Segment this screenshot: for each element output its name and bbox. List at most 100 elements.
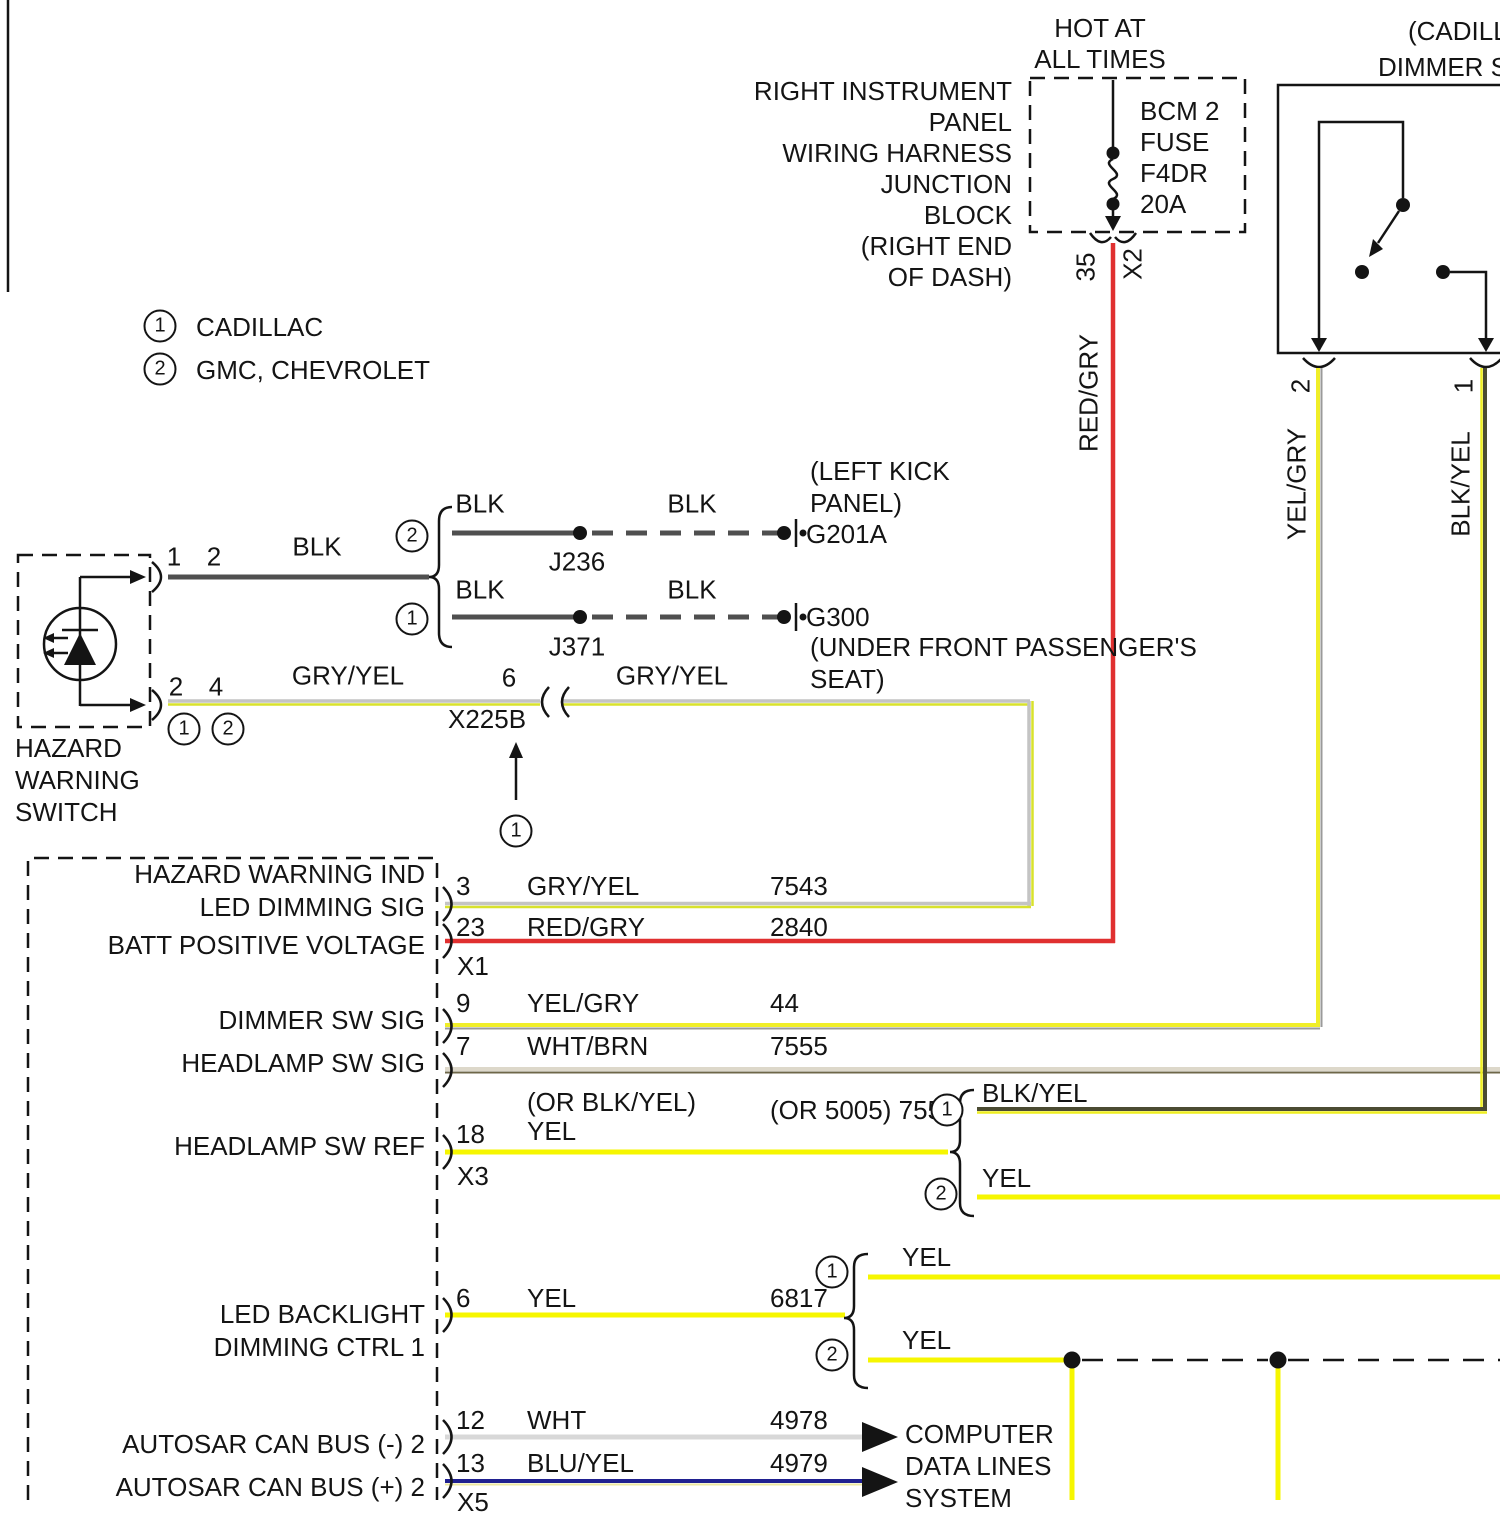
down-arrow-icon: [1478, 338, 1494, 352]
ground-branch2-note: 2: [395, 519, 429, 553]
blk-wire-label: BLK: [455, 574, 505, 605]
pin-number: 23: [456, 912, 485, 942]
hazard-top-pin-a: 1: [166, 541, 182, 572]
circuit-number: 6817: [770, 1283, 828, 1313]
yel-gry-wire-label: YEL/GRY: [1281, 427, 1312, 541]
module-row-label: AUTOSAR CAN BUS (+) 2: [115, 1472, 425, 1502]
blk-wire-label: BLK: [455, 488, 505, 519]
pin-arc-icon: [442, 1419, 453, 1455]
module-row-label: BATT POSITIVE VOLTAGE: [107, 930, 425, 960]
fuse-icon: [1107, 157, 1119, 201]
hazard-bottom-pin-a: 2: [168, 671, 184, 702]
right-arrow-icon: [130, 698, 146, 712]
pin-arc-icon: [442, 1463, 453, 1499]
yel-wire-label: YEL: [982, 1163, 1032, 1193]
connector-arc-icon: [151, 689, 163, 721]
wire-color-label: RED/GRY: [527, 912, 645, 942]
fuse-pin-label: 35: [1070, 252, 1101, 282]
yel-wire-label: YEL: [902, 1242, 952, 1272]
computer-data-lines-label: COMPUTER DATA LINES SYSTEM: [905, 1419, 1054, 1513]
connector-id: X5: [457, 1487, 489, 1517]
pin-number: 12: [456, 1405, 485, 1435]
pin-arc-icon: [442, 1008, 453, 1044]
circuit-number: 4978: [770, 1405, 828, 1435]
switch-arrow-icon: [1369, 239, 1383, 257]
wire-blk-yel: [977, 368, 1487, 1114]
data-line-arrow-icon: [862, 1422, 898, 1452]
wires: [168, 243, 1500, 1500]
wire-yel-gry: [445, 368, 1323, 1030]
module-row-label: DIMMER SW SIG: [218, 1005, 425, 1035]
up-arrow-icon: [509, 742, 523, 758]
blk-wire-label: BLK: [667, 574, 717, 605]
connector-arc-icon: [1114, 232, 1138, 244]
fuse-label: BCM 2 FUSE F4DR 20A: [1140, 96, 1220, 219]
yel-wire-label: YEL: [902, 1325, 952, 1355]
pin-number: 7: [456, 1031, 471, 1061]
module-row-label: HEADLAMP SW SIG: [181, 1048, 425, 1078]
circuit-number: 2840: [770, 912, 828, 942]
circuit-number: 7555: [770, 1031, 828, 1061]
x225b-note: 1: [499, 814, 533, 848]
circuit-number: (OR 5005) 7556: [770, 1095, 957, 1125]
module-row-label: AUTOSAR CAN BUS (-) 2: [122, 1429, 425, 1459]
dimmer-pin1-label: 1: [1448, 378, 1479, 394]
dimmer-title-line1: (CADILL: [1408, 16, 1500, 46]
branch-note-2: 2: [924, 1177, 958, 1211]
ground-g201a-location: (LEFT KICK PANEL): [810, 456, 950, 518]
pin-number: 6: [456, 1283, 471, 1313]
wire-color-label: WHT: [527, 1405, 587, 1435]
hazard-switch-name: HAZARD WARNING SWITCH: [15, 733, 140, 827]
legend-note-1: 1: [143, 309, 177, 343]
legend-label-gmc-chevrolet: GMC, CHEVROLET: [196, 355, 431, 385]
splice-j371-label: J371: [548, 631, 606, 662]
wire-red-gry: [445, 243, 1116, 944]
connector-arc-icon: [151, 561, 163, 593]
wire-wht-brn: [445, 1067, 1500, 1074]
module-connector-box: [26, 856, 453, 1500]
circuit-number: 4979: [770, 1448, 828, 1478]
connector-id: X3: [457, 1161, 489, 1191]
pin-arc-icon: [442, 923, 453, 959]
inline-pin-label: 6: [501, 662, 517, 693]
ground-g300-label: G300: [806, 602, 870, 632]
red-gry-wire-label: RED/GRY: [1073, 334, 1104, 452]
gry-yel-wire-label: GRY/YEL: [291, 660, 405, 691]
blk-wire-label: BLK: [292, 531, 342, 562]
split-brace: [949, 1088, 975, 1218]
dimmer-title-line2: DIMMER S: [1378, 52, 1500, 82]
junction-dot: [1269, 1351, 1287, 1369]
connector-arc-icon: [1088, 232, 1112, 244]
branch-note-1: 1: [815, 1255, 849, 1289]
split-brace: [843, 1252, 869, 1390]
circuit-number: 7543: [770, 871, 828, 901]
branch-note-2: 2: [815, 1338, 849, 1372]
connector-arc-icon: [540, 686, 550, 718]
gry-yel-wire-label: GRY/YEL: [615, 660, 729, 691]
pin-number: 9: [456, 988, 471, 1018]
junction-dot: [1063, 1351, 1081, 1369]
pin-arc-icon: [442, 1297, 453, 1333]
hazard-top-pin-b: 2: [206, 541, 222, 572]
fuse-block-box: [1028, 76, 1247, 244]
wire-alt-color-label: (OR BLK/YEL): [527, 1087, 697, 1117]
hazard-note-1: 1: [167, 712, 201, 746]
data-line-arrow-icon: [862, 1467, 898, 1497]
split-brace: [428, 505, 453, 649]
dimmer-pin2-label: 2: [1285, 378, 1316, 394]
pin-arc-icon: [442, 886, 453, 922]
pin-arc-icon: [442, 1052, 453, 1088]
dimmer-switch-box: [1276, 83, 1500, 369]
inline-connector-x225b: [509, 686, 570, 800]
pin-number: 13: [456, 1448, 485, 1478]
wire-gry-yel: [168, 699, 1034, 909]
connector-arc-icon: [1469, 357, 1500, 369]
wire-color-label: GRY/YEL: [527, 871, 640, 901]
down-arrow-icon: [1105, 216, 1121, 231]
wire-blu-yel: [445, 1479, 862, 1486]
hazard-bottom-pin-b: 4: [208, 671, 224, 702]
module-row-label: LED BACKLIGHT DIMMING CTRL 1: [213, 1299, 425, 1362]
legend-note-2: 2: [143, 352, 177, 386]
